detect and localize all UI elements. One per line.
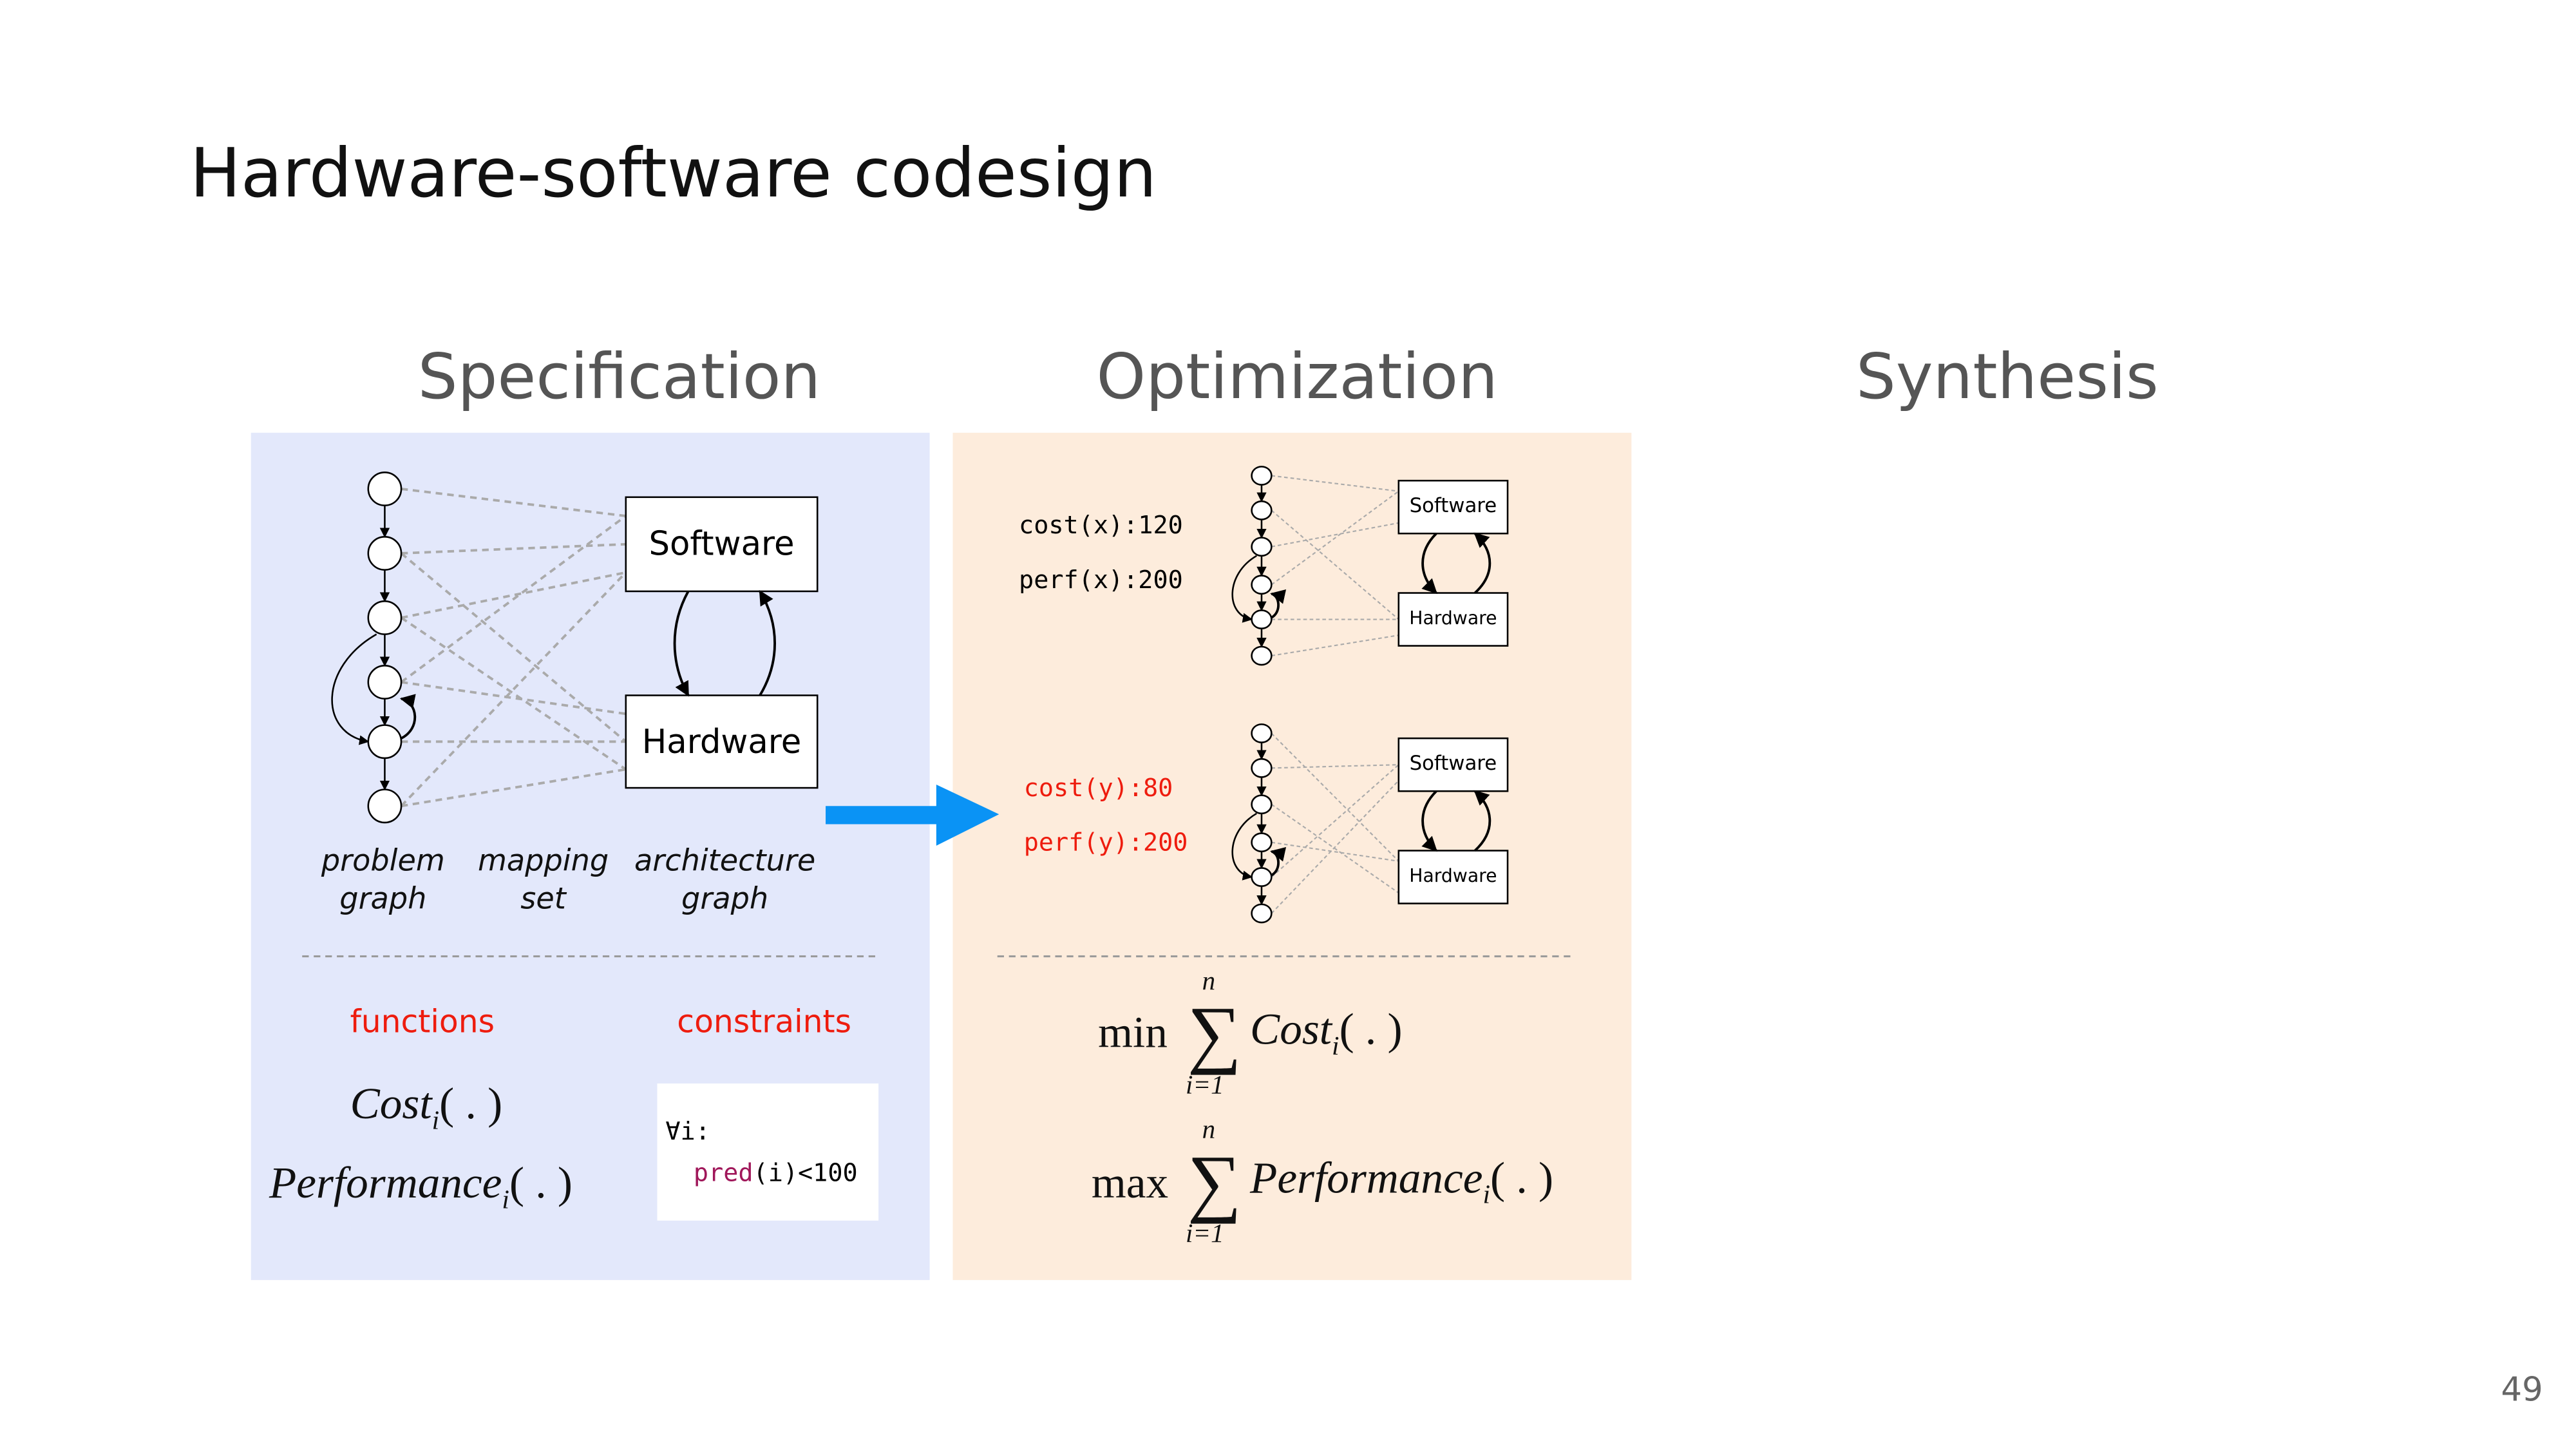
slide-title: Hardware-software codesign	[189, 133, 1157, 213]
allocation-arrow	[1473, 532, 1492, 594]
task-node	[367, 472, 402, 506]
allocation-arrow	[1421, 790, 1437, 852]
allocation-arrow	[1473, 790, 1492, 852]
mapping-edge	[1271, 475, 1399, 492]
constraint-expression: pred(i)<100	[693, 1158, 858, 1188]
mapping-edge	[401, 488, 627, 517]
hardware-node-x: Hardware	[1409, 607, 1497, 629]
resource-box	[1397, 850, 1509, 904]
task-node	[367, 536, 402, 571]
sum-lower: i=1	[1186, 1072, 1224, 1100]
mapping-edge	[1271, 634, 1399, 656]
mapping-edge	[1271, 764, 1399, 878]
dependency-edge	[399, 694, 417, 739]
mapping-edge	[401, 616, 627, 770]
max-label: max	[1091, 1158, 1169, 1208]
mapping-edge	[1271, 510, 1399, 620]
allocation-arrow	[759, 589, 776, 696]
sum-icon: ∑	[1187, 991, 1242, 1076]
sum-upper-2: n	[1202, 1116, 1216, 1145]
mapping-edge	[400, 552, 627, 743]
task-node	[367, 600, 402, 635]
optimization-panel	[952, 432, 1632, 1281]
mapping-edge	[1271, 522, 1399, 548]
task-node	[1251, 575, 1273, 595]
software-node: Software	[649, 523, 795, 564]
task-node	[367, 788, 402, 824]
mapping-edge	[401, 681, 627, 716]
software-node-y: Software	[1409, 751, 1497, 775]
specification-heading: Specification	[417, 340, 821, 414]
mapping-edge	[401, 768, 627, 808]
constraint-box: ∀i: pred(i)<100	[657, 1083, 879, 1221]
optimization-heading: Optimization	[1096, 340, 1498, 414]
constraint-quantifier: ∀i:	[665, 1116, 710, 1147]
task-node	[367, 724, 402, 759]
perf-y: perf(y):200	[1023, 827, 1188, 857]
functions-heading: functions	[350, 1004, 495, 1041]
sum-upper: n	[1202, 968, 1216, 997]
hardware-node: Hardware	[641, 721, 802, 761]
mapping-edge	[401, 542, 626, 555]
cost-x: cost(x):120	[1019, 510, 1183, 540]
resource-box	[1397, 592, 1509, 647]
mapping-edge	[1271, 732, 1399, 862]
task-node	[1251, 794, 1273, 815]
dependency-edge	[1270, 589, 1287, 619]
task-node	[1251, 903, 1273, 924]
resource-box	[1397, 737, 1509, 792]
performance-function: Performancei( . )	[269, 1158, 573, 1215]
task-node	[1251, 466, 1273, 486]
task-node	[1251, 500, 1273, 520]
synthesis-heading: Synthesis	[1856, 340, 2159, 414]
hardware-node-y: Hardware	[1409, 864, 1497, 887]
task-node	[1251, 537, 1273, 557]
task-node	[1251, 867, 1273, 887]
resource-box	[625, 694, 819, 789]
opt-performance-function: Performancei( . )	[1250, 1152, 1554, 1210]
mapping-edge	[1271, 780, 1399, 914]
perf-x: perf(x):200	[1019, 564, 1183, 595]
opt-cost-function: Costi( . )	[1250, 1004, 1403, 1062]
dependency-edge	[1231, 555, 1257, 623]
mapping-edge	[400, 515, 627, 683]
cost-y: cost(y):80	[1023, 772, 1173, 803]
dependency-edge	[1270, 847, 1287, 877]
task-node	[1251, 609, 1273, 629]
resource-box	[1397, 479, 1509, 535]
flow-arrow-icon	[826, 784, 999, 846]
dependency-edge	[1231, 812, 1257, 881]
sum-icon-2: ∑	[1187, 1140, 1242, 1224]
allocation-arrow	[1421, 532, 1437, 595]
dependency-edge	[331, 633, 377, 745]
task-node	[1251, 723, 1273, 743]
mapping-edge	[1271, 764, 1399, 769]
task-node	[1251, 758, 1273, 778]
cost-function: Costi( . )	[350, 1078, 503, 1136]
software-node-x: Software	[1409, 493, 1497, 517]
sum-lower-2: i=1	[1186, 1220, 1224, 1249]
mapping-edge	[400, 571, 627, 807]
mapping-edge	[1271, 841, 1399, 862]
task-node	[367, 665, 402, 700]
mapping-edge	[1271, 490, 1399, 586]
allocation-arrow	[673, 591, 690, 697]
mapping-edge	[401, 571, 627, 619]
constraints-heading: constraints	[677, 1004, 852, 1041]
page-number: 49	[2501, 1369, 2543, 1409]
resource-box	[625, 496, 819, 593]
mapping-edge	[1271, 803, 1399, 894]
task-node	[1251, 645, 1273, 666]
task-node	[1251, 832, 1273, 853]
min-label: min	[1098, 1007, 1168, 1058]
